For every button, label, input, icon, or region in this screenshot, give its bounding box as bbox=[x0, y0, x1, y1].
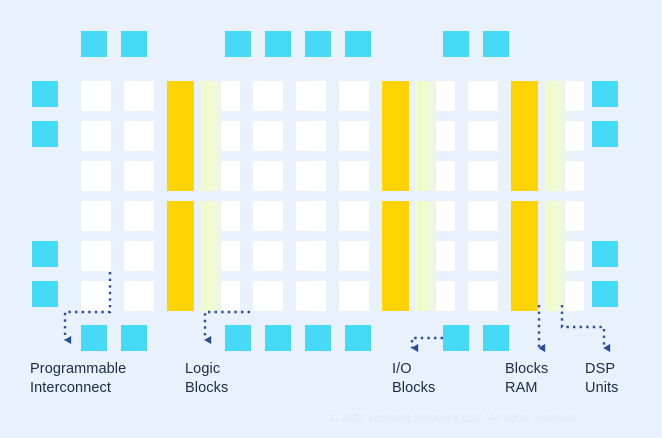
logic-block bbox=[296, 241, 326, 271]
logic-block bbox=[339, 161, 369, 191]
logic-block bbox=[339, 81, 369, 111]
logic-block bbox=[253, 201, 283, 231]
block-ram bbox=[382, 201, 409, 311]
logic-block bbox=[468, 161, 498, 191]
logic-block bbox=[468, 121, 498, 151]
logic-block bbox=[253, 81, 283, 111]
label-blocks-ram: Blocks RAM bbox=[505, 361, 549, 396]
block-ram bbox=[167, 81, 194, 191]
logic-block bbox=[253, 281, 283, 311]
logic-block bbox=[81, 161, 111, 191]
io-block-top bbox=[483, 31, 509, 57]
io-block-bottom bbox=[225, 325, 251, 351]
io-block-bottom bbox=[265, 325, 291, 351]
logic-block bbox=[296, 281, 326, 311]
logic-block bbox=[468, 81, 498, 111]
dsp-unit bbox=[545, 201, 565, 311]
logic-block bbox=[81, 81, 111, 111]
io-block-bottom bbox=[345, 325, 371, 351]
logic-block bbox=[468, 281, 498, 311]
logic-block bbox=[124, 201, 154, 231]
logic-block bbox=[296, 161, 326, 191]
label-programmable-interconnect: Programmable Interconnect bbox=[30, 361, 127, 396]
io-block-top bbox=[305, 31, 331, 57]
logic-block bbox=[81, 201, 111, 231]
logic-block bbox=[124, 81, 154, 111]
leader-dsp-units bbox=[560, 305, 611, 353]
io-block-top bbox=[265, 31, 291, 57]
io-block-bottom bbox=[121, 325, 147, 351]
dsp-unit bbox=[416, 81, 436, 191]
io-block-top bbox=[225, 31, 251, 57]
logic-block bbox=[468, 201, 498, 231]
logic-block bbox=[253, 121, 283, 151]
logic-block bbox=[124, 121, 154, 151]
dsp-unit bbox=[545, 81, 565, 191]
io-block-top bbox=[121, 31, 147, 57]
label-dsp-units: DSP Units bbox=[585, 361, 619, 396]
logic-block bbox=[339, 121, 369, 151]
logic-block bbox=[339, 201, 369, 231]
io-block-right bbox=[592, 81, 618, 107]
io-block-bottom bbox=[443, 325, 469, 351]
logic-block bbox=[81, 121, 111, 151]
io-block-left bbox=[32, 121, 58, 147]
io-block-right bbox=[592, 241, 618, 267]
logic-block bbox=[296, 121, 326, 151]
logic-block bbox=[339, 281, 369, 311]
io-block-top bbox=[443, 31, 469, 57]
leader-io-blocks bbox=[410, 336, 443, 353]
block-ram bbox=[511, 201, 538, 311]
io-block-bottom bbox=[483, 325, 509, 351]
io-block-bottom bbox=[305, 325, 331, 351]
block-ram bbox=[167, 201, 194, 311]
logic-block bbox=[253, 161, 283, 191]
block-ram bbox=[382, 81, 409, 191]
logic-block bbox=[339, 241, 369, 271]
io-block-left bbox=[32, 81, 58, 107]
logic-block bbox=[296, 81, 326, 111]
io-block-left bbox=[32, 281, 58, 307]
dsp-unit bbox=[201, 81, 221, 191]
copyright-notice: © 2021 Lemberg Solutions LLC. All rights… bbox=[330, 412, 576, 424]
logic-block bbox=[81, 241, 111, 271]
dsp-unit bbox=[201, 201, 221, 311]
logic-block bbox=[124, 161, 154, 191]
logic-block bbox=[124, 281, 154, 311]
logic-block bbox=[468, 241, 498, 271]
io-block-top bbox=[345, 31, 371, 57]
io-block-top bbox=[81, 31, 107, 57]
label-io-blocks: I/O Blocks bbox=[392, 361, 436, 396]
io-block-bottom bbox=[81, 325, 107, 351]
dsp-unit bbox=[416, 201, 436, 311]
io-block-right bbox=[592, 121, 618, 147]
io-block-left bbox=[32, 241, 58, 267]
logic-block bbox=[296, 201, 326, 231]
logic-block bbox=[81, 281, 111, 311]
label-logic-blocks: Logic Blocks bbox=[185, 361, 229, 396]
logic-block bbox=[253, 241, 283, 271]
io-block-right bbox=[592, 281, 618, 307]
block-ram bbox=[511, 81, 538, 191]
logic-block bbox=[124, 241, 154, 271]
